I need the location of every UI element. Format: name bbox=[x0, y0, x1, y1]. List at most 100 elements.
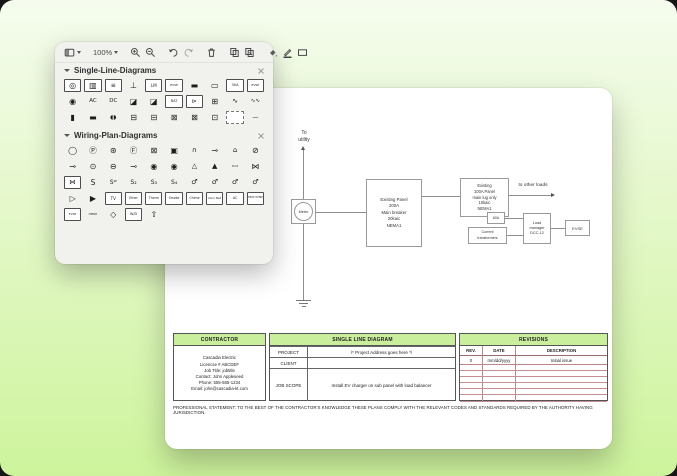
shape-button[interactable] bbox=[297, 47, 308, 58]
thermostat-shape[interactable]: Therm bbox=[145, 192, 163, 205]
breaker-shape[interactable]: ∿ bbox=[232, 97, 238, 105]
ceiling-light-shape[interactable]: ◯ bbox=[68, 145, 78, 155]
outlet-box-shape[interactable]: ▣ bbox=[170, 145, 178, 155]
load-manager-node[interactable]: Load manager DCC-12 bbox=[523, 213, 551, 244]
meter-node[interactable]: Meter bbox=[291, 199, 316, 224]
undo-button[interactable] bbox=[168, 47, 179, 58]
ev-plug-shape[interactable]: ⌂ bbox=[232, 146, 238, 154]
redo-button[interactable] bbox=[183, 47, 194, 58]
evse-plan-shape[interactable]: EVSE bbox=[64, 208, 82, 221]
dc-source-shape[interactable]: DC bbox=[109, 97, 118, 104]
view-toggle-button[interactable] bbox=[64, 47, 81, 58]
exit-light-shape[interactable]: Exit bbox=[232, 164, 238, 168]
current-transformer-shape[interactable]: ⊞ bbox=[211, 96, 219, 106]
section-header-single-line[interactable]: Single-Line-Diagrams bbox=[55, 63, 273, 76]
pc-receptacle-shape[interactable]: Ⓟ bbox=[89, 145, 97, 155]
close-icon[interactable] bbox=[258, 67, 264, 74]
socket-shape[interactable]: ⊡ bbox=[211, 112, 219, 122]
switch-shape[interactable]: ⊟ bbox=[130, 112, 137, 122]
ceiling-fan-mount-shape[interactable]: ⋈ bbox=[251, 161, 260, 171]
ethernet-shape[interactable]: Ether bbox=[124, 192, 143, 205]
tag-shape[interactable]: ◇ bbox=[110, 209, 117, 219]
conduit-shape[interactable]: ◖◗ bbox=[110, 113, 117, 121]
hourglass-box-shape[interactable]: ⋈ bbox=[64, 176, 82, 189]
motor-shape[interactable]: ◉ bbox=[69, 96, 77, 106]
existing-panel-node[interactable]: Existing Panel 200A Main breaker 20kaic … bbox=[366, 179, 422, 247]
washer-dryer-shape[interactable]: W/D bbox=[124, 208, 143, 221]
bar-shape[interactable]: ▬ bbox=[89, 112, 97, 122]
tv-outlet-shape[interactable]: TV bbox=[104, 192, 122, 205]
special-outlet-2-shape[interactable]: ◉ bbox=[170, 161, 178, 171]
switch-wp-shape[interactable]: Sʷ bbox=[109, 178, 117, 186]
ceiling-outlet-shape[interactable]: ⊖ bbox=[109, 161, 117, 171]
existing-100a-panel-node[interactable]: Existing 100A Panel main lug only 10kaic… bbox=[460, 178, 509, 217]
north-arrow-shape[interactable]: ⇧ bbox=[150, 209, 158, 219]
project-value[interactable]: /* Project Address goes here */ bbox=[350, 349, 413, 355]
panel-busbar-shape[interactable]: ▭ bbox=[210, 80, 219, 90]
switch-s-shape[interactable]: S bbox=[90, 177, 96, 187]
wall-sconce-shape[interactable]: ⊸ bbox=[69, 161, 76, 171]
track-light-shape[interactable]: ∩ bbox=[191, 146, 197, 154]
evse-shape[interactable]: EVSE bbox=[246, 79, 264, 92]
duplex-outlet-shape[interactable]: ⊙ bbox=[89, 161, 97, 171]
switch-s2-shape[interactable]: S₂ bbox=[130, 178, 137, 186]
line-color-button[interactable] bbox=[282, 47, 293, 58]
switch-2-shape[interactable]: ⊟ bbox=[150, 112, 158, 122]
pull-switch-2-shape[interactable]: ♂ bbox=[211, 178, 218, 186]
zoom-level-dropdown[interactable]: 100% bbox=[93, 48, 119, 57]
evse-node[interactable]: EVSE bbox=[565, 220, 590, 236]
exit-sign-shape[interactable]: ▲ bbox=[212, 162, 218, 170]
data-jack-shape[interactable]: ▶ bbox=[89, 193, 97, 203]
panel-shape[interactable]: ▥ bbox=[84, 79, 102, 92]
switch-4-shape[interactable]: ⊠ bbox=[191, 112, 198, 122]
meter-shape[interactable]: ◎ bbox=[64, 79, 82, 92]
pv-inverter-shape[interactable]: ⊳ bbox=[185, 95, 204, 108]
no-connection-shape[interactable]: ⊘ bbox=[251, 145, 259, 155]
switch-s3-shape[interactable]: S₃ bbox=[150, 178, 157, 186]
special-outlet-shape[interactable]: ◉ bbox=[150, 161, 158, 171]
junction-box-shape[interactable]: ⊠ bbox=[150, 145, 158, 155]
fan-shape[interactable]: ⊛ bbox=[109, 145, 117, 155]
inverter-2-shape[interactable]: ◪ bbox=[150, 96, 158, 106]
section-header-wiring-plan[interactable]: Wiring-Plan-Diagrams bbox=[55, 128, 273, 141]
phone-jack-shape[interactable]: ▷ bbox=[69, 193, 76, 203]
wire-shape[interactable]: — bbox=[252, 113, 259, 121]
doorbell-shape[interactable]: Door Bell bbox=[206, 192, 224, 205]
close-icon[interactable] bbox=[258, 132, 264, 139]
copy-style-button[interactable] bbox=[229, 47, 240, 58]
switched-outlet-shape[interactable]: ⊸ bbox=[130, 161, 137, 171]
fan-outlet-shape[interactable]: Ⓕ bbox=[129, 145, 138, 155]
paste-style-button[interactable] bbox=[244, 47, 255, 58]
load-manager-shape[interactable]: LM bbox=[145, 79, 163, 92]
client-value[interactable] bbox=[308, 358, 455, 368]
zone-shape[interactable] bbox=[226, 111, 244, 124]
vertical-busbar-shape[interactable]: ▮ bbox=[70, 112, 75, 122]
subpanel-shape[interactable]: ≡ bbox=[104, 79, 122, 92]
breaker-30a-shape[interactable]: 30A bbox=[226, 79, 244, 92]
current-transformers-node[interactable]: Current transformers bbox=[468, 227, 507, 244]
pull-switch-4-shape[interactable]: ♂ bbox=[252, 178, 259, 186]
busbar-shape[interactable]: ▬ bbox=[190, 80, 199, 90]
breaker-60a-node[interactable]: 60A bbox=[487, 212, 505, 224]
pull-switch-3-shape[interactable]: ♂ bbox=[231, 178, 239, 186]
pull-switch-shape[interactable]: ♂ bbox=[191, 178, 198, 186]
battery-storage-shape[interactable]: BAT bbox=[165, 95, 183, 108]
switch-3-shape[interactable]: ⊠ bbox=[170, 112, 178, 122]
heat-pump-shape[interactable]: HEAT PUMP bbox=[246, 192, 264, 205]
zoom-out-button[interactable] bbox=[145, 47, 156, 58]
zoom-in-button[interactable] bbox=[130, 47, 141, 58]
ground-shape[interactable]: ⊥ bbox=[130, 80, 138, 90]
ac-unit-shape[interactable]: AC bbox=[226, 192, 244, 205]
chime-shape[interactable]: Chime bbox=[185, 192, 204, 205]
ac-source-shape[interactable]: AC bbox=[89, 97, 97, 104]
emergency-light-shape[interactable]: △ bbox=[191, 162, 198, 170]
job-scope-value[interactable]: Install EV charger on sub panel with loa… bbox=[331, 382, 432, 388]
wall-outlet-shape[interactable]: ⊸ bbox=[211, 145, 219, 155]
fill-color-button[interactable] bbox=[267, 47, 278, 58]
evse-type1-shape[interactable]: EVSE bbox=[165, 79, 183, 92]
switch-s4-shape[interactable]: S₄ bbox=[171, 178, 178, 186]
delete-button[interactable] bbox=[206, 47, 217, 58]
inverter-shape[interactable]: ◪ bbox=[129, 96, 138, 106]
hpwh-shape[interactable]: HPWH bbox=[88, 212, 98, 217]
smoke-detector-shape[interactable]: Smoke bbox=[165, 192, 183, 205]
